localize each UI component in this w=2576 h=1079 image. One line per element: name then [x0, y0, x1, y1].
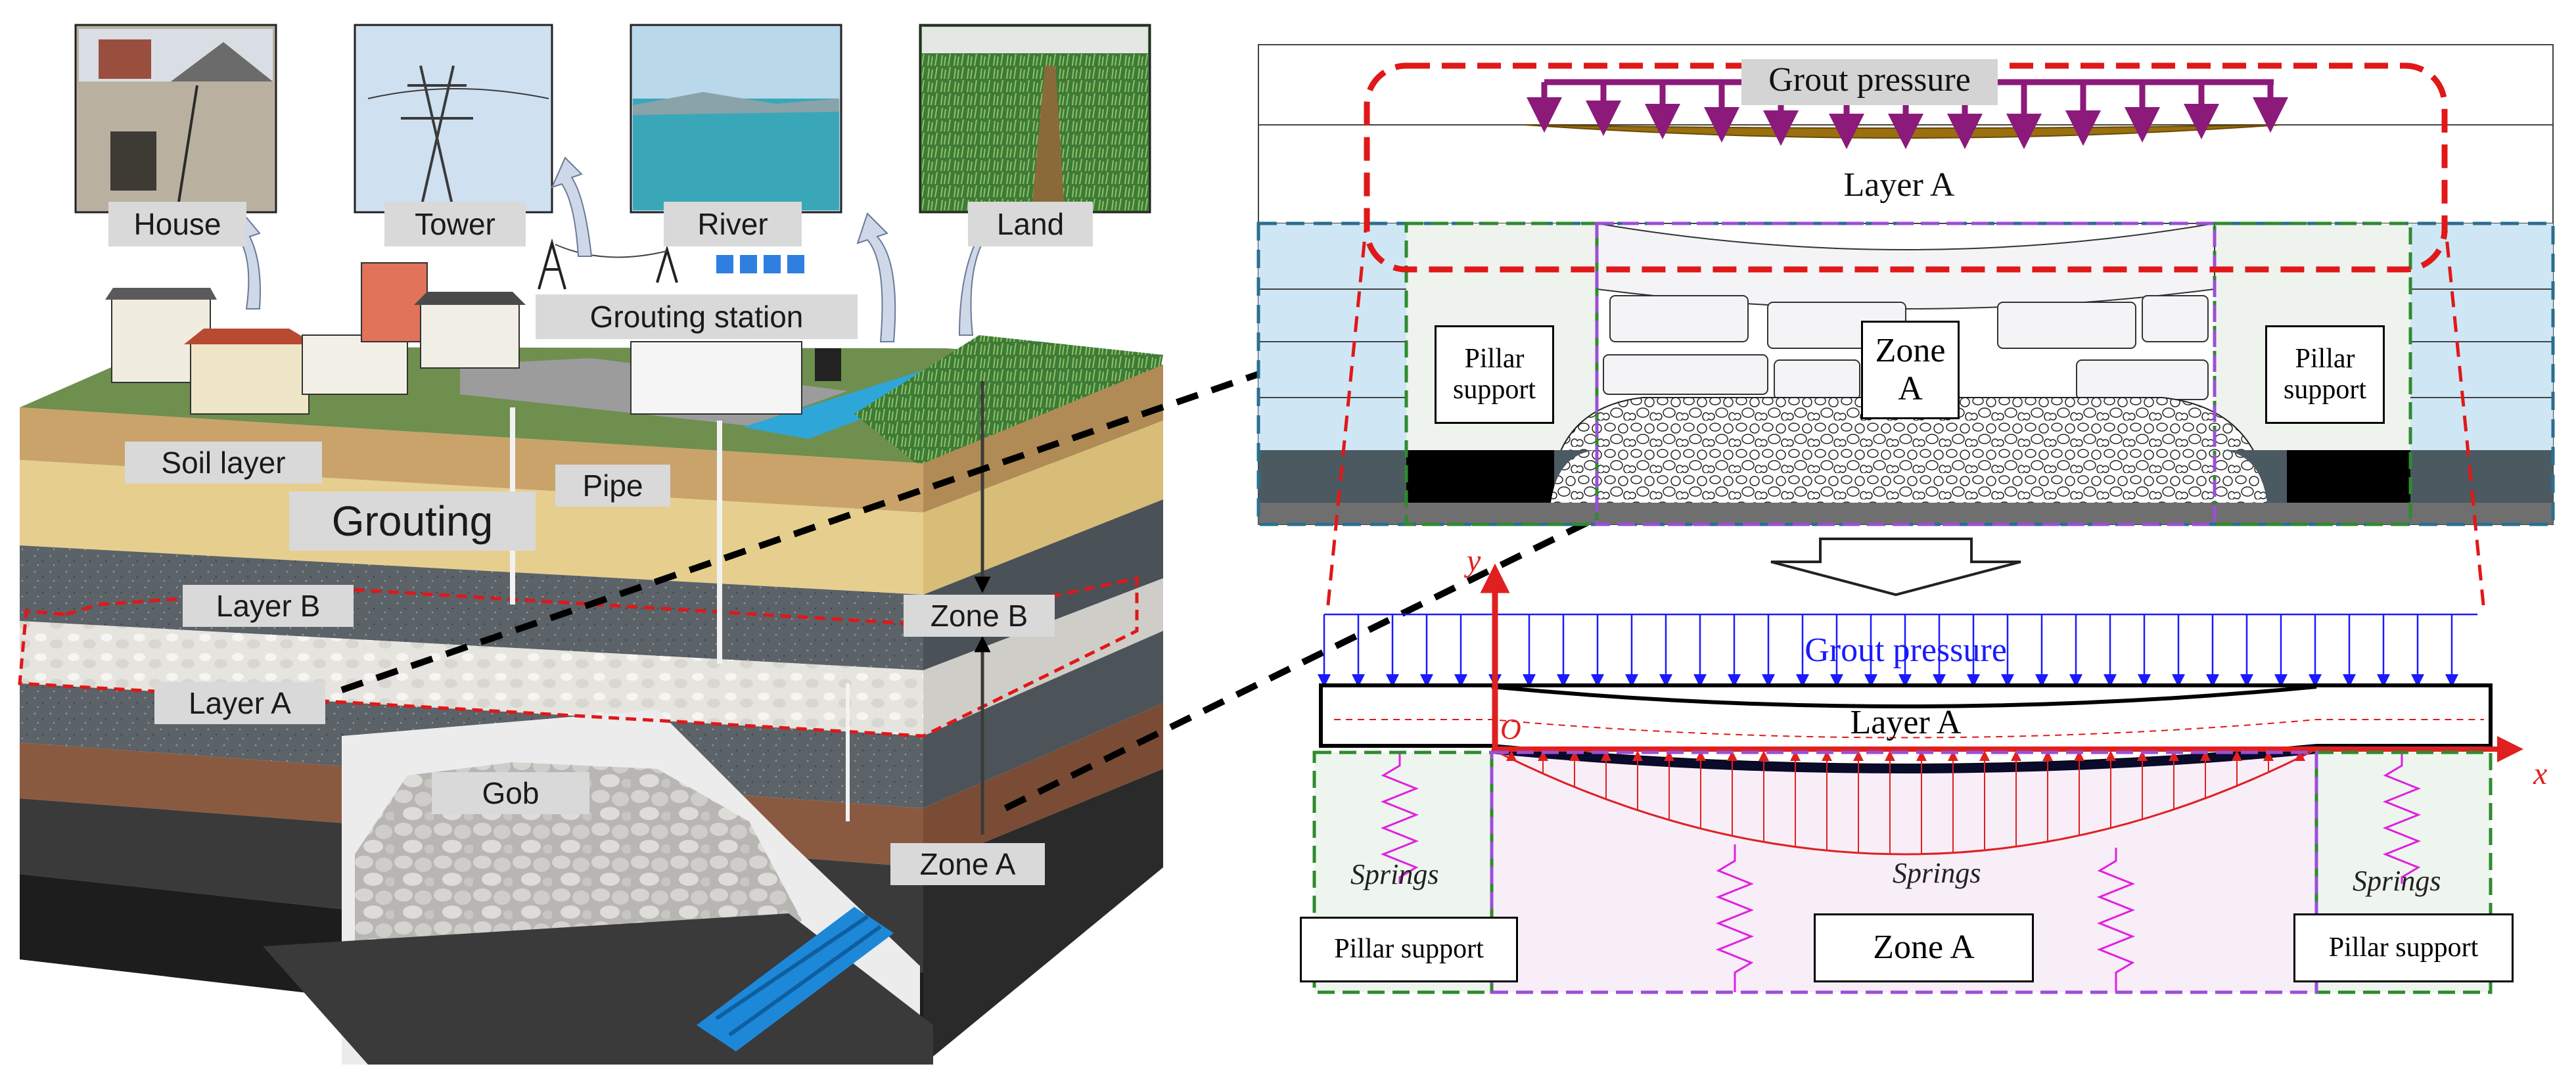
bottom-zone-a-box: Zone A: [1814, 913, 2034, 982]
top-grout-pressure-label: Grout pressure: [1768, 61, 1971, 99]
zone-a-label: Zone A: [890, 843, 1045, 885]
layer-b-label: Layer B: [183, 585, 354, 627]
top-pillar-right-box: Pillar support: [2265, 325, 2385, 424]
red-reaction-arrow-group: [1506, 750, 2305, 854]
soil-layer-label: Soil layer: [125, 442, 322, 484]
river-label: River: [664, 202, 802, 246]
hydraulic-supports: [697, 907, 894, 1051]
spring-mid-left: [1715, 844, 1755, 992]
pillar-coal-right: [2287, 450, 2410, 503]
layer-a-label: Layer A: [154, 682, 325, 724]
bottom-layer-a-label: Layer A: [1850, 704, 1962, 741]
connector-zone-a-to-zoom: [1003, 365, 1904, 812]
pipe-label: Pipe: [555, 465, 670, 507]
bottom-pillar-right-box: Pillar support: [2293, 913, 2514, 982]
expansion-line-right: [2443, 216, 2486, 612]
floor-stratum: [1258, 503, 2553, 524]
soil-layer-front: [20, 407, 923, 513]
expansion-line-left: [1325, 216, 1369, 612]
grouting-station-label: Grouting station: [536, 294, 858, 339]
hollow-down-arrow-icon: [1770, 538, 2021, 597]
grouting-label: Grouting: [289, 492, 536, 551]
right-blue-block: [2410, 223, 2553, 450]
layer-a-front: [20, 621, 923, 736]
spring-mid-right: [2096, 848, 2136, 992]
beam-inner-curve: [1491, 685, 2317, 708]
broken-rock-blocks: [1596, 222, 2215, 400]
bottom-grout-pressure-label: Grout pressure: [1805, 631, 2007, 669]
side-floor: [923, 769, 1163, 1065]
springs-left-label: Springs: [1350, 858, 1439, 890]
bottom-pillar-left-box: Pillar support: [1300, 917, 1518, 982]
layer-b-front: [20, 545, 923, 670]
green-dashed-model-left: [1312, 750, 1494, 994]
blue-pressure-arrow-group: [1318, 614, 2458, 687]
beam-neutral-axis: [1334, 719, 2484, 739]
springs: [1380, 752, 2422, 992]
tower-label: Tower: [384, 202, 526, 246]
village-buildings: [105, 262, 526, 415]
left-blue-block: [1258, 223, 1406, 450]
top-pillar-left-box: Pillar support: [1435, 325, 1554, 424]
land-label: Land: [968, 202, 1093, 246]
spring-left: [1380, 752, 1419, 884]
origin-label: O: [1500, 713, 1521, 745]
x-axis-label: x: [2533, 756, 2548, 791]
tower-photo: [354, 24, 553, 214]
spring-right: [2382, 752, 2422, 884]
top-layer-a-label: Layer A: [1843, 166, 1955, 204]
deflected-bottom: [1491, 745, 2317, 773]
river-photo: [630, 24, 842, 214]
springs-right-label: Springs: [2353, 865, 2441, 897]
green-dashed-model-right: [2314, 750, 2493, 994]
grout-pressure-label-bg: [1741, 59, 1998, 105]
purple-dashed-model-middle: [1490, 750, 2318, 994]
y-axis-label: y: [1467, 543, 1481, 578]
top-zone-a-box: Zone A: [1861, 321, 1960, 419]
house-label: House: [108, 202, 246, 246]
land-photo: [919, 24, 1151, 214]
callout-arrow-icon: [551, 156, 593, 257]
grouting-station-building: [538, 238, 841, 415]
gob-label: Gob: [432, 772, 589, 814]
reaction-curve: [1491, 748, 2317, 856]
layer-a-dashed-outline: [18, 576, 1139, 738]
zone-b-label: Zone B: [904, 595, 1055, 637]
pillar-coal-left: [1406, 450, 1554, 503]
purple-dashed-middle: [1595, 221, 2217, 526]
house-photo: [74, 24, 277, 214]
callout-arrow-icon: [856, 212, 896, 342]
springs-middle-label: Springs: [1893, 857, 1981, 889]
